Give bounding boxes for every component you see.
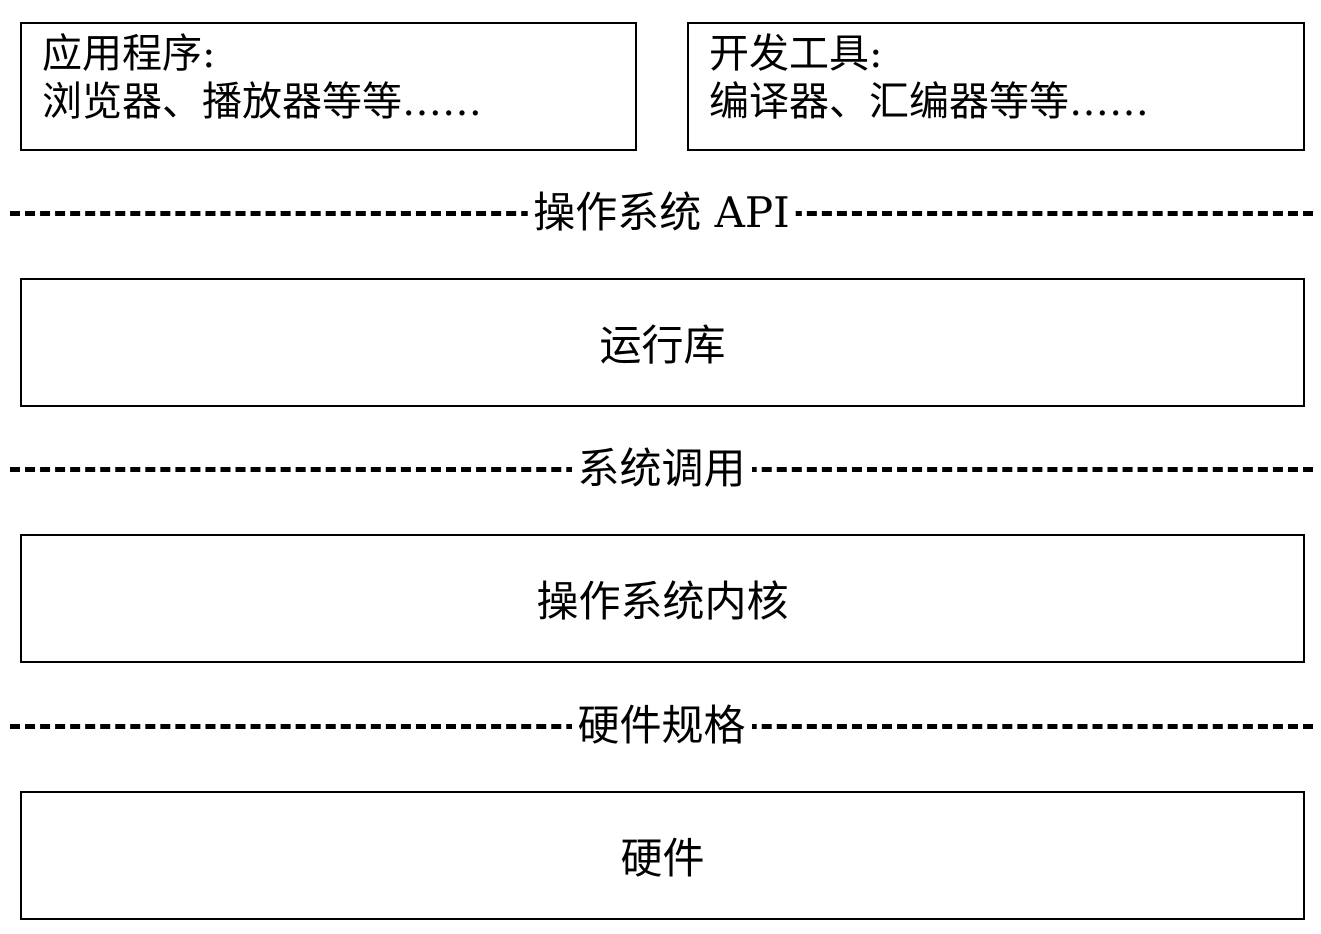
applications-box: 应用程序: 浏览器、播放器等等……: [20, 22, 637, 151]
runtime-library-label: 运行库: [599, 321, 726, 370]
hardware-box: 硬件: [20, 791, 1305, 920]
dev-tools-box: 开发工具: 编译器、汇编器等等……: [687, 22, 1305, 151]
os-api-label: 操作系统 API: [527, 191, 796, 235]
hardware-spec-label: 硬件规格: [571, 704, 752, 748]
runtime-library-box: 运行库: [20, 278, 1305, 407]
system-call-divider: 系统调用: [10, 447, 1313, 491]
os-kernel-box: 操作系统内核: [20, 534, 1305, 663]
applications-title: 应用程序:: [42, 31, 216, 77]
hardware-label: 硬件: [620, 834, 705, 883]
hardware-spec-divider: 硬件规格: [10, 704, 1313, 748]
dev-tools-examples: 编译器、汇编器等等……: [709, 79, 1149, 125]
os-kernel-label: 操作系统内核: [536, 577, 789, 626]
dev-tools-title: 开发工具:: [709, 31, 883, 77]
system-call-label: 系统调用: [571, 447, 752, 491]
applications-examples: 浏览器、播放器等等……: [42, 79, 482, 125]
os-api-divider: 操作系统 API: [10, 191, 1313, 235]
